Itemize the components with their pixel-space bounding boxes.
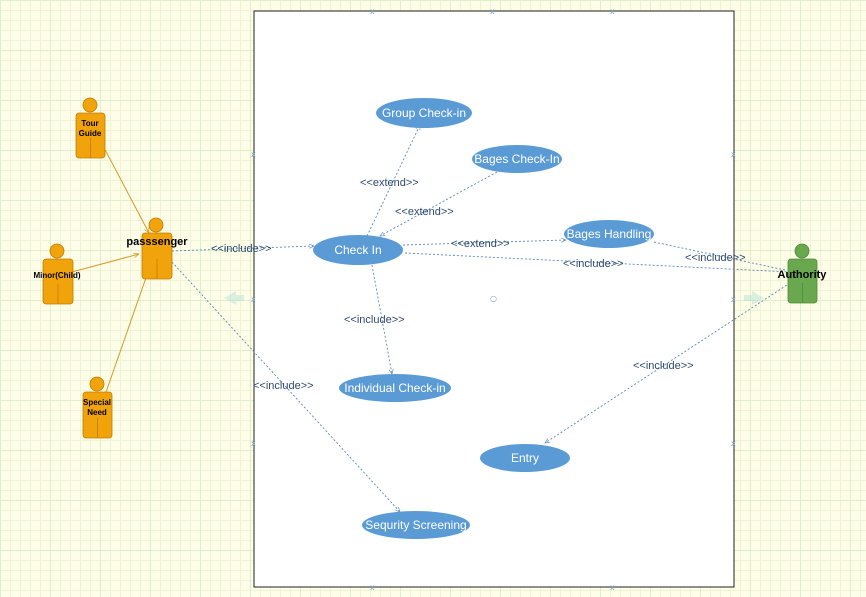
actor-label: Minor(Child) — [33, 271, 80, 280]
relation-label-passenger-checkin: <<include>> — [211, 243, 272, 255]
svg-text:x: x — [251, 150, 256, 159]
relation-line-checkin-handling[interactable] — [402, 240, 566, 246]
association-tour-guide[interactable] — [100, 141, 150, 233]
use-case-label: Sequrity Screening — [365, 518, 466, 532]
use-case-label: Bages Check-In — [474, 152, 559, 166]
relation-label-checkin-authority: <<include>> — [563, 258, 624, 270]
svg-text:x: x — [251, 439, 256, 448]
actor-label: passsenger — [126, 236, 188, 248]
association-special-need[interactable] — [104, 272, 148, 396]
use-case-label: Group Check-in — [382, 106, 466, 120]
relation-label-bages-checkin: <<extend>> — [395, 206, 454, 218]
use-case-entry[interactable]: Entry — [480, 444, 570, 472]
relation-label-handling-authority: <<include>> — [685, 252, 746, 264]
relation-label-checkin-individual: <<include>> — [344, 314, 405, 326]
actor-tour-guide[interactable]: Tour Guide — [75, 97, 106, 159]
relation-line-checkin-individual[interactable] — [371, 264, 392, 374]
relation-line-passenger-screening[interactable] — [171, 261, 400, 512]
actor-passenger[interactable]: passsenger — [126, 217, 188, 280]
svg-text:x: x — [370, 583, 375, 592]
svg-text:○: ○ — [490, 294, 497, 303]
use-case-label: Check In — [334, 243, 381, 257]
use-case-label: Bages Handling — [567, 227, 652, 241]
actor-label: Special — [83, 398, 111, 407]
svg-text:x: x — [251, 295, 256, 304]
use-case-group-checkin[interactable]: Group Check-in — [376, 98, 472, 128]
resize-arrow-icons[interactable] — [224, 291, 764, 305]
selection-handles: x x x x x x x x x x x ○ — [251, 7, 736, 592]
svg-text:x: x — [610, 7, 615, 16]
use-case-label: Entry — [511, 451, 539, 465]
system-boundary[interactable] — [253, 10, 735, 588]
svg-text:x: x — [731, 295, 736, 304]
use-case-bages-checkin[interactable]: Bages Check-In — [472, 145, 562, 173]
use-case-check-in[interactable]: Check In — [313, 235, 403, 265]
use-case-bages-handling[interactable]: Bages Handling — [564, 220, 654, 248]
svg-text:x: x — [370, 7, 375, 16]
use-case-security-screening[interactable]: Sequrity Screening — [362, 511, 470, 539]
actor-label: Tour — [81, 119, 98, 128]
svg-text:x: x — [731, 150, 736, 159]
relation-label-checkin-handling: <<extend>> — [451, 238, 510, 250]
actor-special-need[interactable]: Special Need — [82, 376, 113, 439]
relation-line-authority-entry[interactable] — [545, 282, 791, 443]
relation-line-checkin-group[interactable] — [366, 125, 421, 237]
actor-label: Need — [87, 408, 107, 417]
actor-label: Authority — [778, 269, 828, 281]
use-case-label: Individual Check-in — [344, 381, 445, 395]
use-case-individual-checkin[interactable]: Individual Check-in — [339, 374, 451, 402]
actor-authority[interactable]: Authority — [778, 243, 828, 304]
relation-line-checkin-authority[interactable] — [404, 252, 791, 273]
svg-text:x: x — [490, 7, 495, 16]
relation-label-passenger-screening: <<include>> — [253, 380, 314, 392]
relation-label-checkin-group: <<extend>> — [360, 177, 419, 189]
actor-label: Guide — [79, 129, 102, 138]
svg-text:x: x — [610, 583, 615, 592]
relation-label-authority-entry: <<include>> — [633, 360, 694, 372]
association-minor-child[interactable] — [71, 254, 139, 273]
svg-text:x: x — [731, 439, 736, 448]
actor-minor-child[interactable]: Minor(Child) — [33, 243, 81, 305]
